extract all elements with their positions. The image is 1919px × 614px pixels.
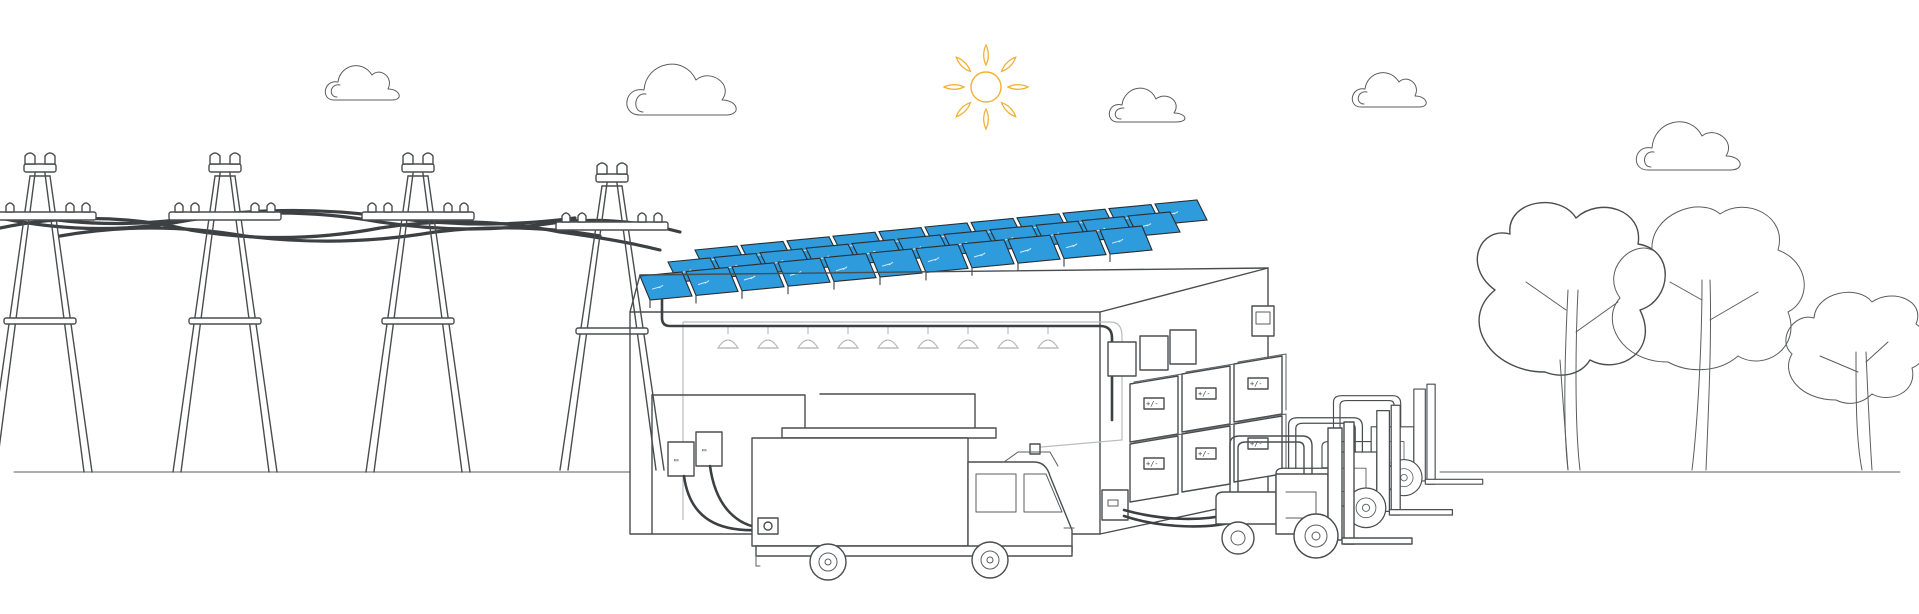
delivery-truck-icon <box>751 427 1075 581</box>
battery-label: +/- <box>1198 450 1211 458</box>
power-cable <box>660 298 1114 422</box>
svg-text:▭: ▭ <box>702 446 706 454</box>
battery-unit: +/- <box>1129 433 1183 503</box>
solar-panel <box>1007 234 1061 272</box>
sun-ray <box>955 101 972 118</box>
battery-storage-icon: +/- +/- +/- +/- +/- +/- <box>1129 353 1287 503</box>
tree-icon <box>1785 291 1919 471</box>
power-pylon-icon <box>555 162 669 471</box>
solar-panel <box>731 262 785 299</box>
solar-panel <box>961 239 1015 276</box>
cloud-icon <box>1351 72 1427 108</box>
sun-ray <box>1000 101 1017 118</box>
power-pylon-icon <box>0 152 97 473</box>
sun-ray <box>942 84 966 90</box>
battery-unit: +/- <box>1233 353 1287 423</box>
power-pylon-icon <box>361 152 475 473</box>
cloud-icon <box>626 63 737 116</box>
solar-panel <box>1099 225 1153 262</box>
ceiling-lamp <box>916 326 940 349</box>
battery-label: +/- <box>1146 400 1159 408</box>
solar-panel <box>915 243 969 281</box>
ceiling-lamp <box>1036 326 1060 349</box>
sun-icon <box>942 43 1030 131</box>
cloud-icon <box>324 65 400 101</box>
roof-edge-side <box>629 274 641 313</box>
ceiling-lamp <box>996 326 1020 349</box>
battery-label: +/- <box>1250 380 1263 388</box>
battery-unit: +/- <box>1233 413 1287 483</box>
battery-unit: +/- <box>1181 423 1235 493</box>
warehouse-icon <box>629 267 1269 535</box>
sun-ray <box>1000 56 1017 73</box>
power-lines <box>0 208 682 252</box>
battery-unit: +/- <box>1129 373 1183 443</box>
forklift-icon <box>1215 421 1413 559</box>
solar-panel <box>1053 230 1107 267</box>
battery-unit: +/- <box>1181 363 1235 433</box>
tree-icon <box>1476 202 1666 471</box>
solar-panel <box>869 248 923 285</box>
solar-panel <box>685 266 739 304</box>
roof-edge <box>639 267 1269 276</box>
cloud-icon <box>1108 87 1186 123</box>
ceiling-lamp <box>836 326 860 349</box>
charger-box: ▭ ▭ <box>667 431 764 532</box>
solar-panel <box>823 253 877 290</box>
solar-panel <box>639 271 693 308</box>
power-pylon-icon <box>168 152 282 473</box>
cloud-icon <box>1636 121 1741 171</box>
ceiling-lamp <box>876 326 900 349</box>
svg-text:▭: ▭ <box>674 456 678 464</box>
inverter-box <box>1107 305 1275 377</box>
sun-ray <box>983 107 989 131</box>
battery-label: +/- <box>1198 390 1211 398</box>
ceiling-lamp <box>956 326 980 349</box>
power-cable <box>1122 508 1232 521</box>
tree-icon <box>1611 206 1805 471</box>
ceiling-lamp <box>716 326 740 349</box>
battery-label: +/- <box>1146 460 1159 468</box>
sun-ray <box>983 43 989 67</box>
battery-label: +/- <box>1250 440 1263 448</box>
solar-panel-icon <box>639 199 1208 308</box>
ceiling-lamp <box>796 326 820 349</box>
sun-ray <box>955 56 972 73</box>
ceiling-lamp <box>756 326 780 349</box>
sun-ray <box>1006 84 1030 90</box>
solar-panel <box>777 257 831 295</box>
